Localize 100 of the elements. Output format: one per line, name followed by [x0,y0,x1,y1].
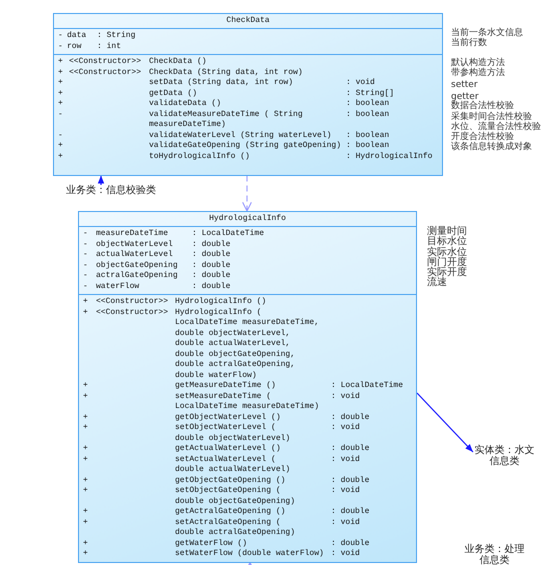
visibility-mark: + [83,392,88,402]
note-text: 开度合法性校验 [451,132,514,142]
class-name: HydrologicalInfo [209,214,286,223]
return-type: : boolean [346,130,390,141]
attribute-type: : int [97,42,122,52]
return-type: : double [331,444,370,454]
note-text: 实际水位 [427,248,467,258]
visibility-mark: - [83,282,88,292]
attribute-name: actralGateOpening [96,271,178,282]
visibility-mark: - [58,42,63,52]
note-text: setter [451,80,478,90]
dependency-arrow [242,175,252,212]
visibility-mark: + [83,476,88,486]
stereotype-label: <<Constructor>> [69,68,142,78]
return-type: : double [331,412,370,423]
stereotype-label: <<Constructor>> [69,57,142,68]
method-signature: setObjectWaterLevel ( double objectWaterLevel) [175,423,292,444]
class-box [53,13,443,176]
visibility-mark: + [83,412,88,423]
note-text: getter [451,92,479,102]
attribute-type: : double [192,282,230,292]
stereotype-label: <<Constructor>> [96,297,168,308]
return-type: : void [331,486,360,496]
method-signature: validateWaterLevel (String waterLevel) [149,130,332,141]
return-type: : double [331,507,370,518]
return-type: : void [331,423,360,434]
method-signature: getObjectWaterLevel () [175,412,281,423]
visibility-mark: + [58,68,63,78]
note-text: 测量时间 [427,227,467,237]
visibility-mark: + [58,152,63,162]
method-signature: getWaterFlow () [175,538,248,549]
visibility-mark: + [83,454,88,465]
attribute-name: objectGateOpening [96,260,178,271]
class-name: CheckData [226,16,270,25]
method-signature: setData (String data, int row) [149,78,294,88]
method-signature: setWaterFlow (double waterFlow) [175,549,324,560]
return-type: : double [331,538,370,549]
method-signature: setActralGateOpening ( double actralGateOpening) [175,518,296,538]
note-text: 该条信息转换成对象 [451,142,532,152]
attribute-type: : String [97,31,136,42]
note-text: 默认构造方法 [451,58,505,68]
note-label: 业务类：信息校验类 [64,185,158,196]
note-text: 目标水位 [427,237,467,247]
attribute-name: data [67,31,86,42]
note-text: 流速 [427,278,447,288]
attribute-type: : double [192,271,230,282]
note-text: 闸门开度 [427,258,467,268]
return-type: : HydrologicalInfo [346,152,432,162]
return-type: : boolean [346,99,390,110]
return-type: : void [331,392,360,402]
attribute-type: : double [192,250,230,260]
return-type: : String[] [346,88,394,99]
method-signature: setObjectGateOpening ( double objectGateOpening) [175,486,296,507]
visibility-mark: - [83,271,88,282]
method-signature: getObjectGateOpening () [175,476,286,486]
visibility-mark: + [83,308,88,318]
visibility-mark: - [83,250,88,260]
return-type: : double [331,476,370,486]
visibility-mark: + [83,538,88,549]
method-signature: toHydrologicalInfo () [149,152,250,162]
visibility-mark: + [58,88,63,99]
method-signature: setMeasureDateTime ( LocalDateTime measureDateTime) [175,392,320,412]
method-signature: validateGateOpening (String gateOpening) [149,141,342,152]
visibility-mark: - [58,110,63,120]
return-type: : void [331,549,360,560]
visibility-mark: + [58,99,63,110]
method-signature: validateMeasureDateTime ( String measureDateTime) [149,110,304,130]
note-text: 带参构造方法 [451,68,505,78]
visibility-mark: + [83,423,88,434]
class-box [78,211,417,562]
visibility-mark: - [83,229,88,240]
visibility-mark: + [83,549,88,560]
visibility-mark: - [83,260,88,271]
method-signature: HydrologicalInfo ( LocalDateTime measureDateTime, double objectWaterLevel, double actualWaterLevel, double objectGateOpening, double actralGateOpening, double waterFlow) [175,308,320,381]
return-type: : void [346,78,375,88]
arrow [98,176,104,185]
method-signature: CheckData () [149,57,207,68]
return-type: : LocalDateTime [331,381,404,392]
attribute-type: : double [192,260,230,271]
note-label: 实体类：水文信息类 [473,445,536,467]
attribute-name: row [67,42,82,52]
visibility-mark: - [58,31,63,42]
attribute-name: measureDateTime [96,229,168,240]
note-text: 当前一条水文信息 [451,28,523,38]
method-signature: setActualWaterLevel ( double actualWaterLevel) [175,454,292,476]
method-signature: CheckData (String data, int row) [149,68,303,78]
method-signature: getMeasureDateTime () [175,381,276,392]
method-signature: getActralGateOpening () [175,507,286,518]
note-text: 采集时间合法性校验 [451,112,532,122]
note-label: 业务类：处理信息类 [463,544,526,565]
return-type: : boolean [346,110,390,120]
visibility-mark: + [83,444,88,454]
visibility-mark: + [83,297,88,308]
visibility-mark: + [83,486,88,496]
method-signature: validateData () [149,99,222,110]
visibility-mark: + [58,57,63,68]
visibility-mark: + [83,518,88,528]
visibility-mark: + [58,141,63,152]
visibility-mark: + [83,507,88,518]
method-signature: getActualWaterLevel () [175,444,281,454]
